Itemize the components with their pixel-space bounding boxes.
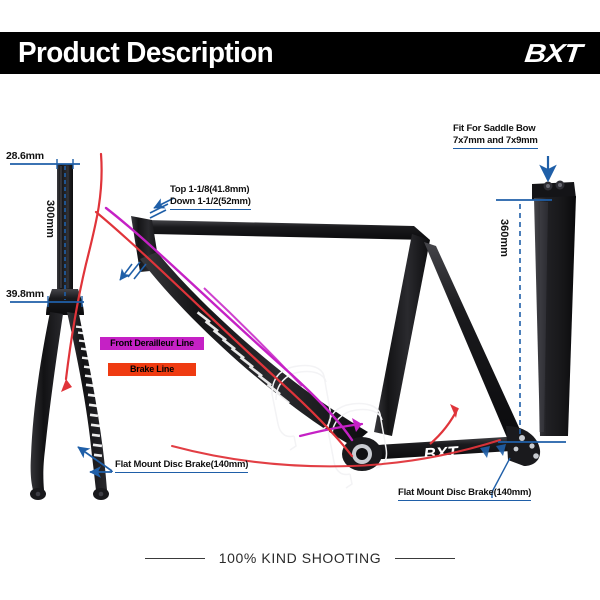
footer-rule-right <box>395 557 456 559</box>
fork-steerer-diameter-label: 28.6mm <box>6 150 44 162</box>
footer-text: 100% KIND SHOOTING <box>218 550 382 566</box>
fork-disc-brake-callout: Flat Mount Disc Brake(140mm) <box>115 459 248 473</box>
saddle-bow-line1: Fit For Saddle Bow <box>453 123 536 134</box>
bottle-cage-upper <box>271 364 332 451</box>
bottle-cage-lower <box>327 402 388 489</box>
head-tube-callout: Top 1-1/8(41.8mm) Down 1-1/2(52mm) <box>170 184 251 210</box>
page-title: Product Description <box>18 36 274 69</box>
seatpost-dimension-guides <box>496 199 566 443</box>
seatpost-illustration <box>532 180 576 436</box>
seatpost-length-label: 360mm <box>498 219 510 257</box>
frame-disc-brake-callout: Flat Mount Disc Brake(140mm) <box>398 487 531 501</box>
page-footer: 100% KIND SHOOTING <box>0 545 600 571</box>
page-header: Product Description BXT <box>0 32 600 74</box>
saddle-bow-line2: 7x7mm and 7x9mm <box>453 134 538 146</box>
head-tube-arrows <box>119 197 175 281</box>
brand-logo: BXT <box>523 37 583 68</box>
product-diagram: BXT <box>0 74 600 540</box>
fork-illustration <box>30 152 109 500</box>
footer-rule-left <box>144 557 205 559</box>
legend-front-derailleur-line: Front Derailleur Line <box>100 337 204 350</box>
head-tube-down-label: Down 1-1/2(52mm) <box>170 195 251 207</box>
fork-dimension-guides <box>10 159 84 307</box>
fork-steerer-length-label: 300mm <box>44 200 56 238</box>
frame-disc-brake-leader <box>491 457 511 498</box>
saddle-bow-callout: Fit For Saddle Bow 7x7mm and 7x9mm <box>453 123 538 149</box>
legend-brake-line: Brake Line <box>108 363 196 376</box>
front-derailleur-line <box>104 206 354 442</box>
frame-illustration: BXT <box>131 216 541 489</box>
frame-decal-bxt: BXT <box>423 443 460 464</box>
fork-brake-line <box>64 152 103 381</box>
diagram-artwork: BXT <box>10 152 576 500</box>
head-tube-top-label: Top 1-1/8(41.8mm) <box>170 184 250 195</box>
fork-disc-brake-arrows <box>77 446 113 478</box>
frame-brake-line <box>94 210 354 458</box>
fork-crown-diameter-label: 39.8mm <box>6 288 44 300</box>
